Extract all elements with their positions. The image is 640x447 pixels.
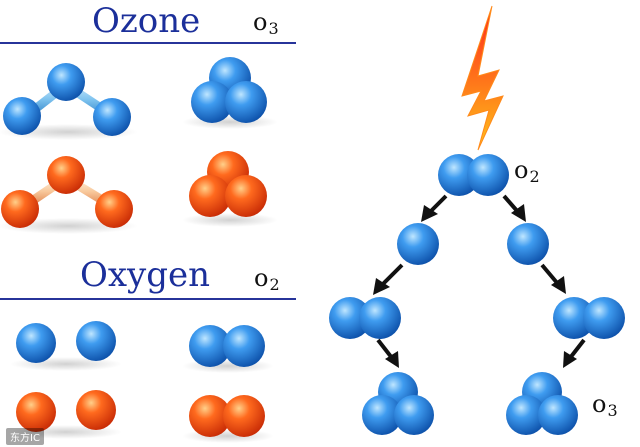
ozone-formula: o3 [253, 8, 279, 38]
oxygen-formula-element: o [254, 264, 269, 292]
oxygen-space-filling-model-red [182, 395, 274, 443]
ozone-bent-model-red [0, 156, 138, 234]
watermark: 东方IC [6, 428, 44, 445]
oxygen-formula-count: 2 [269, 275, 280, 294]
o3-molecule-left [362, 372, 434, 435]
ozone-bent-model-blue [0, 63, 138, 140]
reaction-top-label: o2 [514, 156, 540, 186]
oxygen-atom-right [507, 223, 549, 265]
split-arrow-left [421, 194, 448, 222]
oxygen-ball-and-stick-model-blue [10, 321, 122, 371]
oxygen-space-filling-model-blue [182, 325, 274, 373]
ozone-formula-count: 3 [268, 19, 279, 38]
reaction-bottom-label: o3 [592, 390, 618, 420]
oxygen-formula: o2 [254, 264, 280, 294]
oxygen-ball-and-stick-model-red [10, 390, 122, 439]
o2-molecule-left [329, 297, 401, 339]
reaction-top-label-count: 2 [529, 167, 540, 186]
lightning-bolt-icon [461, 5, 504, 151]
reaction-bottom-label-count: 3 [607, 401, 618, 420]
reaction-bottom-label-element: o [592, 390, 607, 418]
arrow-to-o2-right [540, 263, 566, 294]
ozone-divider [0, 42, 296, 44]
ozone-space-filling-model-blue [182, 57, 278, 129]
arrow-to-o3-right [563, 338, 586, 368]
arrow-to-o2-left [373, 263, 404, 295]
reaction-top-o2-molecule [438, 154, 509, 196]
split-arrow-right [502, 194, 526, 222]
o3-molecule-right [506, 372, 578, 435]
oxygen-divider [0, 298, 296, 300]
ozone-space-filling-model-red [182, 151, 278, 227]
arrow-to-o3-left [376, 338, 399, 368]
reaction-top-label-element: o [514, 156, 529, 184]
oxygen-atom-left [397, 223, 439, 265]
ozone-heading: Ozone [92, 1, 201, 41]
ozone-formula-element: o [253, 8, 268, 36]
o2-molecule-right [553, 297, 625, 339]
oxygen-heading: Oxygen [80, 255, 211, 295]
